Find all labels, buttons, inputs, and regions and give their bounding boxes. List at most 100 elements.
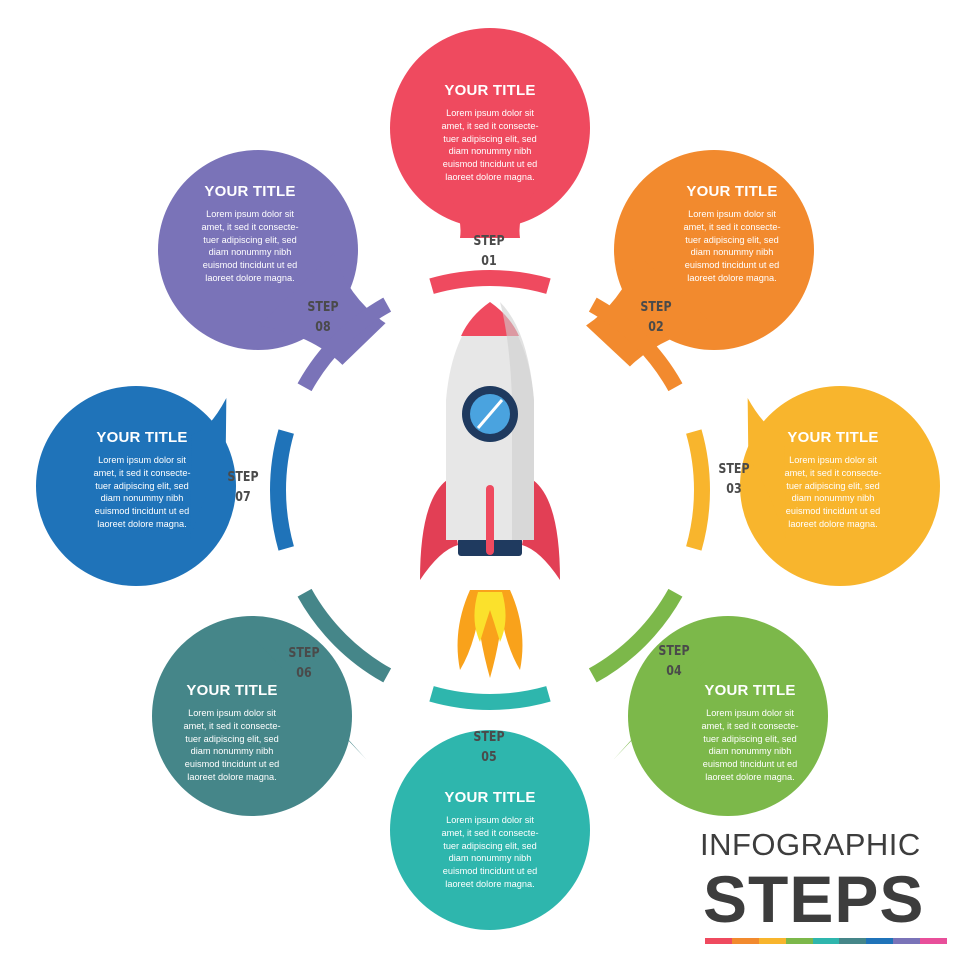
step-title: YOUR TITLE [186, 682, 278, 699]
description-line: tuer adipiscing elit, sed [95, 480, 189, 491]
step-title: YOUR TITLE [444, 789, 536, 806]
petal-step-02 [586, 150, 814, 367]
petal-step-01 [390, 28, 590, 238]
description-line: laoreet dolore magna. [187, 771, 277, 782]
petal-step-04 [613, 616, 828, 816]
petal-step-07 [36, 386, 236, 586]
description-line: euismod tincidunt ut ed [442, 159, 538, 170]
description-line: amet, it sed it consecte- [93, 467, 191, 478]
step-label-08: STEP 08 [298, 298, 349, 338]
description-line: diam nonummy nibh [690, 247, 774, 258]
description-line: tuer adipiscing elit, sed [443, 133, 537, 144]
description-line: Lorem ipsum dolor sit [789, 455, 877, 465]
description-line: laoreet dolore magna. [445, 171, 535, 182]
step-number: 06 [296, 666, 312, 681]
step-03-text: YOUR TITLE Lorem ipsum dolor sit amet, it … [743, 429, 923, 531]
description-line: diam nonummy nibh [448, 853, 532, 864]
description-line: tuer adipiscing elit, sed [443, 840, 537, 851]
petal-step-03 [740, 386, 940, 586]
description-line: amet, it sed it consecte- [784, 467, 882, 478]
brand-bar-segment [705, 938, 732, 944]
step-number: 08 [315, 320, 331, 335]
step-number: 02 [648, 320, 664, 335]
brand-bar-segment [920, 938, 948, 944]
step-label-06: STEP 06 [279, 644, 330, 684]
step-word: STEP [473, 730, 505, 745]
description-line: tuer adipiscing elit, sed [786, 480, 880, 491]
description-line: laoreet dolore magna. [205, 272, 295, 283]
step-05-text: YOUR TITLE Lorem ipsum dolor sit amet, it … [400, 789, 580, 891]
description-line: tuer adipiscing elit, sed [685, 234, 779, 245]
step-label-05: STEP 05 [464, 728, 515, 768]
step-word: STEP [658, 644, 690, 659]
step-number: 01 [481, 254, 497, 269]
description-line: Lorem ipsum dolor sit [206, 209, 294, 219]
brand-title-line2: STEPS [703, 862, 925, 936]
description-line: amet, it sed it consecte- [441, 827, 539, 838]
description-line: diam nonummy nibh [190, 746, 274, 757]
step-label-04: STEP 04 [649, 642, 700, 682]
step-title: YOUR TITLE [686, 183, 778, 200]
step-word: STEP [307, 300, 339, 315]
brand-bar-segment [839, 938, 867, 944]
step-number: 04 [666, 664, 682, 679]
description-line: diam nonummy nibh [791, 493, 875, 504]
description-line: Lorem ipsum dolor sit [188, 708, 276, 718]
description-line: amet, it sed it consecte- [183, 720, 281, 731]
brand-bar-segment [731, 938, 759, 944]
arc-step-02 [588, 297, 683, 392]
step-word: STEP [227, 470, 259, 485]
description-line: tuer adipiscing elit, sed [203, 234, 297, 245]
step-description: Lorem ipsum dolor sit amet, it sed it con… [160, 208, 340, 285]
description-line: euismod tincidunt ut ed [94, 506, 190, 517]
description-line: euismod tincidunt ut ed [442, 866, 538, 877]
description-line: diam nonummy nibh [708, 746, 792, 757]
description-line: diam nonummy nibh [208, 247, 292, 258]
step-description: Lorem ipsum dolor sit amet, it sed it con… [400, 107, 580, 184]
step-arcs [270, 270, 710, 710]
step-title: YOUR TITLE [204, 183, 296, 200]
step-label-07: STEP 07 [218, 468, 269, 508]
step-number: 07 [235, 490, 251, 505]
description-line: Lorem ipsum dolor sit [706, 708, 794, 718]
step-description: Lorem ipsum dolor sit amet, it sed it con… [52, 454, 232, 531]
arc-step-07 [270, 429, 294, 551]
step-06-text: YOUR TITLE Lorem ipsum dolor sit amet, it … [142, 682, 322, 784]
step-title: YOUR TITLE [787, 429, 879, 446]
description-line: diam nonummy nibh [448, 146, 532, 157]
description-line: laoreet dolore magna. [97, 518, 187, 529]
description-line: euismod tincidunt ut ed [785, 506, 881, 517]
description-line: Lorem ipsum dolor sit [446, 815, 534, 825]
step-description: Lorem ipsum dolor sit amet, it sed it con… [400, 814, 580, 891]
rocket-icon [420, 302, 560, 678]
description-line: euismod tincidunt ut ed [202, 260, 298, 271]
brand: INFOGRAPHIC STEPS [700, 826, 950, 944]
step-number: 05 [481, 750, 497, 765]
step-number: 03 [726, 482, 742, 497]
brand-bar-segment [866, 938, 894, 944]
step-word: STEP [288, 646, 320, 661]
description-line: amet, it sed it consecte- [683, 221, 781, 232]
description-line: amet, it sed it consecte- [441, 120, 539, 131]
description-line: euismod tincidunt ut ed [684, 260, 780, 271]
arc-step-03 [686, 429, 710, 551]
brand-bar-segment [893, 938, 921, 944]
description-line: laoreet dolore magna. [687, 272, 777, 283]
description-line: Lorem ipsum dolor sit [98, 455, 186, 465]
brand-color-bar [705, 938, 948, 944]
description-line: amet, it sed it consecte- [701, 720, 799, 731]
brand-bar-segment [812, 938, 840, 944]
description-line: Lorem ipsum dolor sit [446, 108, 534, 118]
step-08-text: YOUR TITLE Lorem ipsum dolor sit amet, it … [160, 183, 340, 285]
description-line: amet, it sed it consecte- [201, 221, 299, 232]
arc-step-01 [429, 270, 551, 294]
step-title: YOUR TITLE [704, 682, 796, 699]
arc-step-05 [429, 686, 551, 710]
description-line: tuer adipiscing elit, sed [185, 733, 279, 744]
step-description: Lorem ipsum dolor sit amet, it sed it con… [743, 454, 923, 531]
step-description: Lorem ipsum dolor sit amet, it sed it con… [142, 707, 322, 784]
step-04-text: YOUR TITLE Lorem ipsum dolor sit amet, it … [660, 682, 840, 784]
